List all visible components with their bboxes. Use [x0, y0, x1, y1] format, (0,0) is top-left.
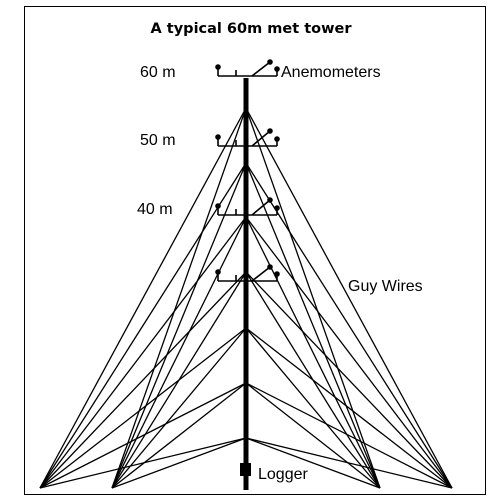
guy-wire [245, 107, 381, 489]
guy-wire [39, 327, 247, 489]
height-label-60m: 60 m [140, 64, 176, 81]
guy-wire [245, 271, 453, 489]
guy-wire [245, 327, 453, 489]
anemometer-cup [215, 203, 221, 209]
guy-wire [245, 107, 453, 489]
logger-box [240, 463, 251, 476]
guy-wire [245, 437, 381, 489]
anemometer-cup [274, 66, 280, 72]
guy-wires-label: Guy Wires [348, 278, 423, 295]
anemometer-cup [215, 134, 221, 140]
diagram-title: A typical 60m met tower [151, 21, 353, 37]
anemometer-booms [215, 59, 280, 282]
guy-wire [39, 216, 247, 489]
guy-wire [111, 107, 247, 489]
height-label-50m: 50 m [140, 132, 176, 149]
anemometer-cup [215, 269, 221, 275]
guy-wire [245, 162, 381, 489]
anemometer-cup [267, 128, 273, 134]
guy-wire [111, 382, 247, 489]
guy-wire [111, 327, 247, 489]
guy-wire [39, 107, 247, 489]
guy-wire [245, 382, 381, 489]
guy-wire [39, 271, 247, 489]
guy-wire [245, 382, 453, 489]
anemometer-boom [215, 59, 280, 77]
anemometer-cup [267, 59, 273, 65]
guy-wire [245, 162, 453, 489]
anemometer-cup [267, 197, 273, 203]
logger-label: Logger [258, 466, 308, 483]
anemometers-label: Anemometers [281, 64, 381, 81]
guy-wire [111, 437, 247, 489]
anemometer-cup [274, 136, 280, 142]
guy-wire [245, 437, 453, 489]
height-label-40m: 40 m [137, 201, 173, 218]
guy-wire [245, 327, 381, 489]
guy-wire [111, 271, 247, 489]
guy-wire [245, 216, 453, 489]
anemometer-cup [274, 271, 280, 277]
anemometer-cup [215, 64, 221, 70]
anemometer-cup [267, 264, 273, 270]
guy-wire [111, 162, 247, 489]
guy-wire [39, 382, 247, 489]
guy-wire [39, 162, 247, 489]
guy-wire [111, 216, 247, 489]
guy-wires [39, 107, 453, 489]
anemometer-cup [274, 205, 280, 211]
diagram-frame [24, 6, 486, 495]
guy-wire [245, 216, 381, 489]
